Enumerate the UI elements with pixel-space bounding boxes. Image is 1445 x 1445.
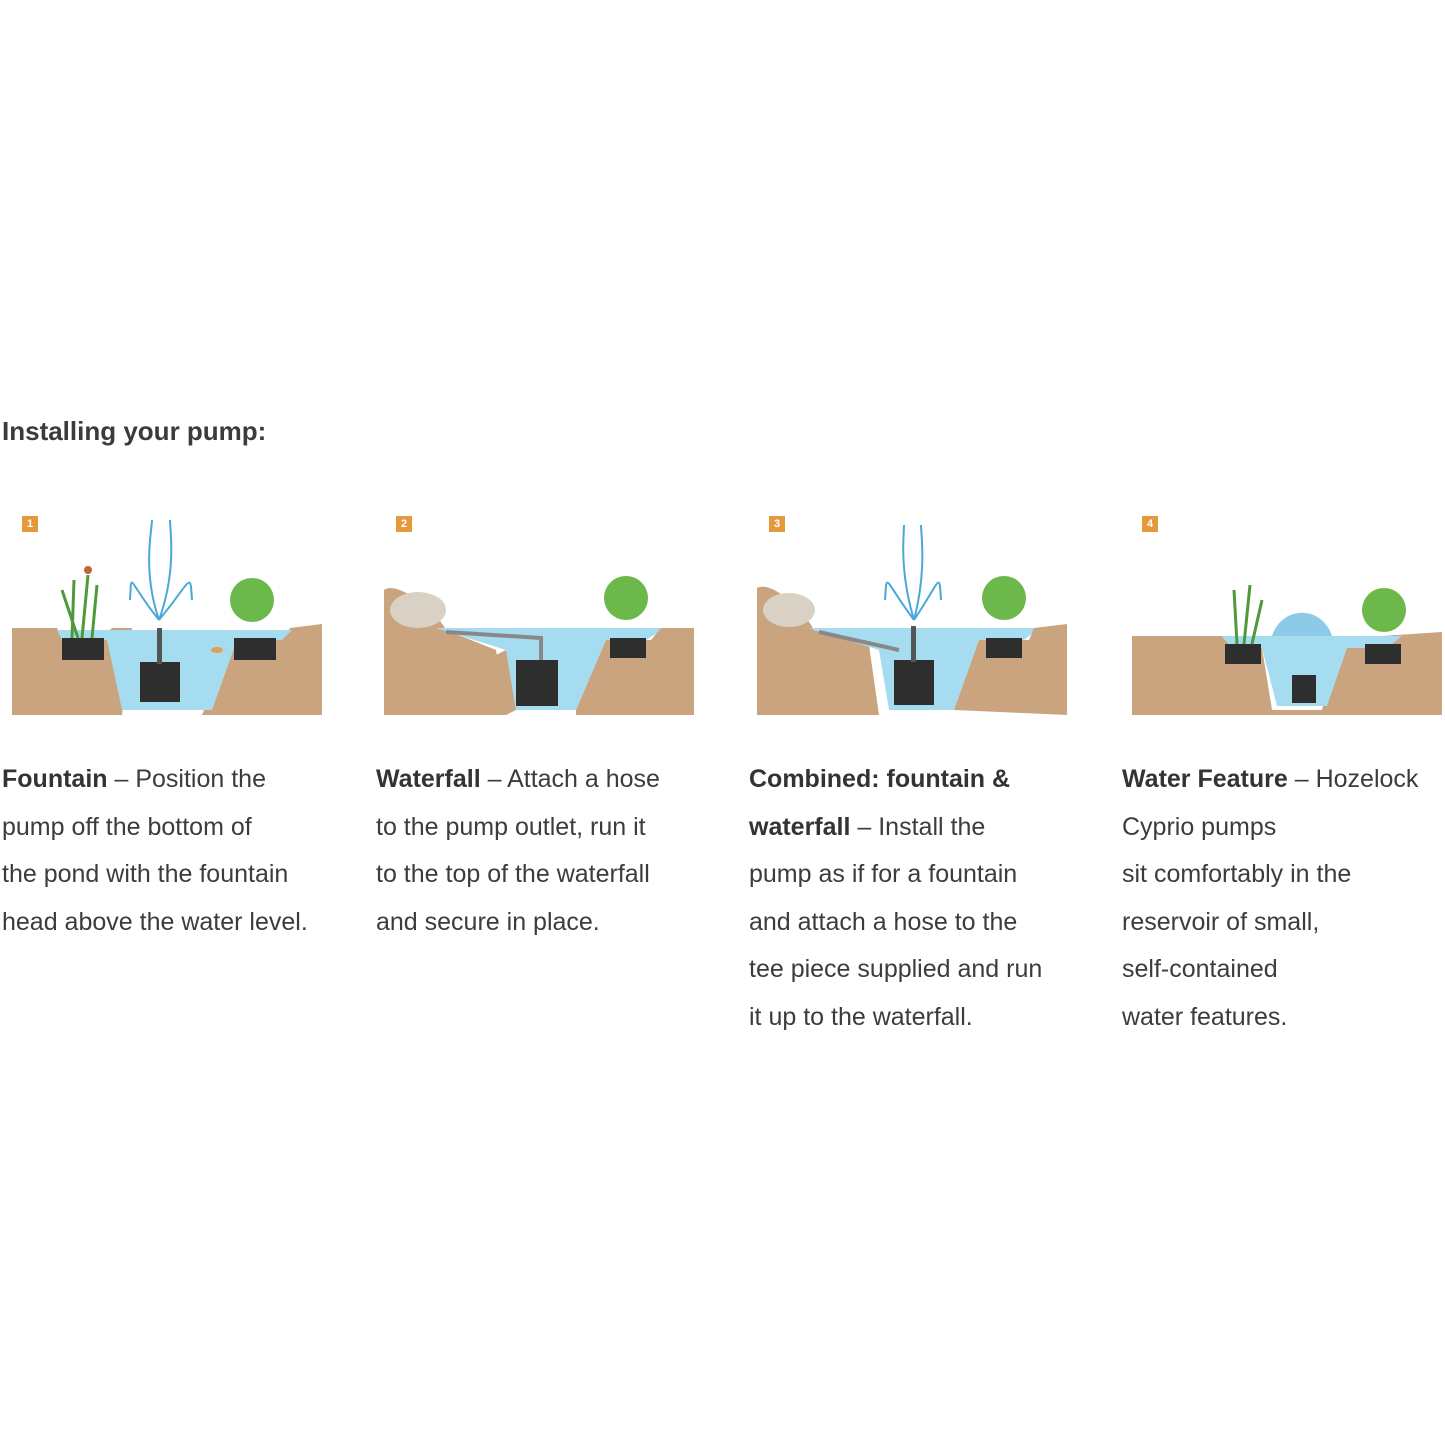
step-number-badge: 1 — [22, 516, 38, 532]
fountain-illustration — [12, 519, 322, 715]
step-number-badge: 3 — [769, 516, 785, 532]
water-feature-illustration — [1132, 584, 1442, 715]
step-number-badge: 2 — [396, 516, 412, 532]
step-combined: 3 Combined: fountain &waterfall – Instal… — [749, 510, 1074, 1031]
step-caption: Combined: fountain &waterfall – Install … — [749, 765, 1043, 1031]
step-number-badge: 4 — [1142, 516, 1158, 532]
combined-illustration — [757, 524, 1067, 715]
waterfall-illustration — [384, 576, 694, 715]
page-heading: Installing your pump: — [2, 416, 267, 446]
